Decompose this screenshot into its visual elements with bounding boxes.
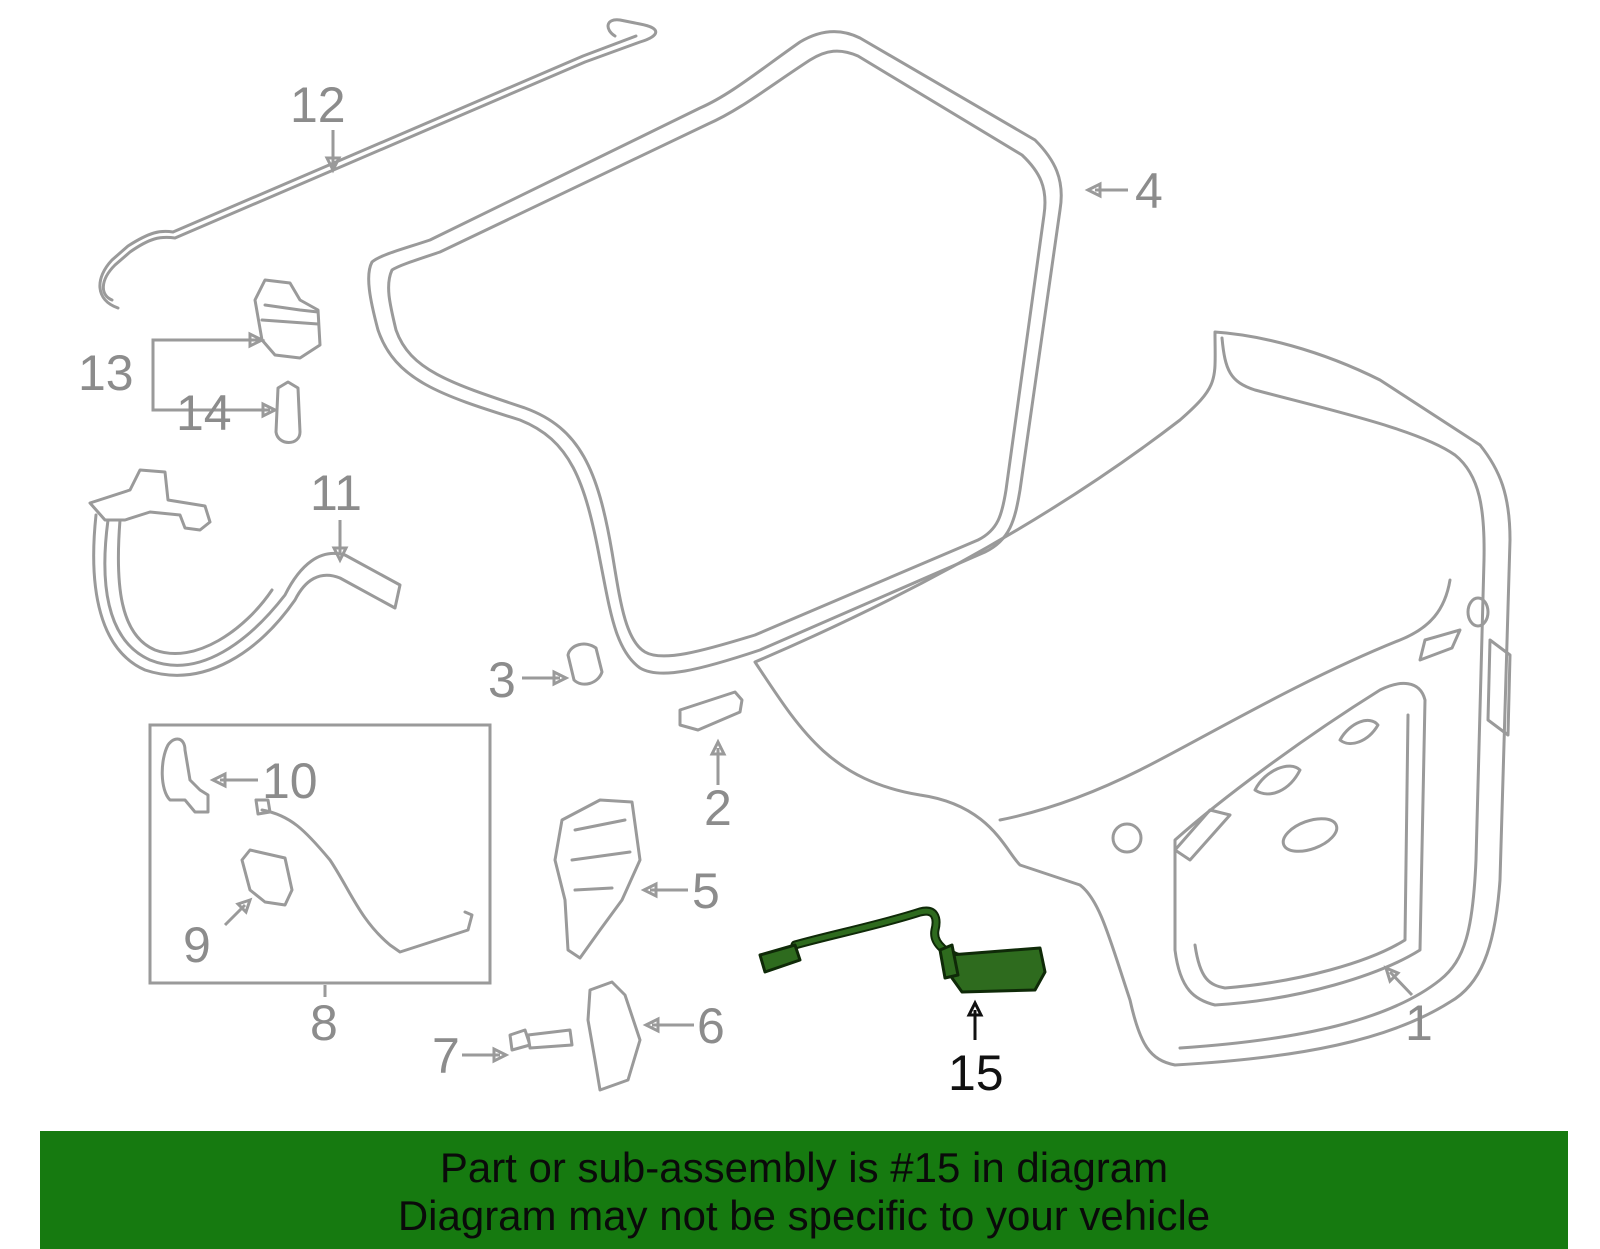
part-4-weatherstrip (367, 30, 1063, 675)
callout-11: 11 (310, 465, 362, 521)
callout-13: 13 (78, 345, 134, 401)
callout-3: 3 (488, 652, 516, 708)
part-13-socket (253, 278, 322, 360)
part-6-bracket (586, 980, 642, 1092)
banner-line-1: Part or sub-assembly is #15 in diagram (439, 1144, 1169, 1191)
part-2-striker (678, 690, 744, 732)
part-11-hinge (88, 468, 402, 677)
callout-5: 5 (692, 863, 720, 919)
callout-9: 9 (183, 917, 211, 973)
part-7-bolt (508, 1028, 574, 1052)
part-8-box (148, 723, 492, 985)
part-3-bumper (566, 642, 604, 686)
part-14-bulb (274, 380, 302, 444)
callout-8: 8 (310, 995, 338, 1051)
callout-6: 6 (697, 998, 725, 1054)
info-banner: Part or sub-assembly is #15 in diagram D… (40, 1131, 1568, 1249)
callout-12: 12 (290, 77, 346, 133)
callout-7: 7 (432, 1028, 460, 1084)
part-12-rod (98, 18, 658, 310)
part-5-latch (553, 798, 642, 960)
part-15-switch (758, 906, 1047, 994)
callout-2: 2 (704, 780, 732, 836)
banner-line-2: Diagram may not be specific to your vehi… (397, 1192, 1211, 1239)
callout-labels: 1 2 3 4 5 6 7 8 9 10 11 12 13 14 15 (78, 77, 1433, 1101)
callout-10: 10 (262, 753, 318, 809)
callout-14: 14 (176, 385, 232, 441)
part-1-trunk-lid (753, 330, 1512, 1067)
callout-15: 15 (948, 1045, 1004, 1101)
leader-lines (151, 130, 1414, 1064)
callout-1: 1 (1405, 995, 1433, 1051)
callout-4: 4 (1135, 163, 1163, 219)
